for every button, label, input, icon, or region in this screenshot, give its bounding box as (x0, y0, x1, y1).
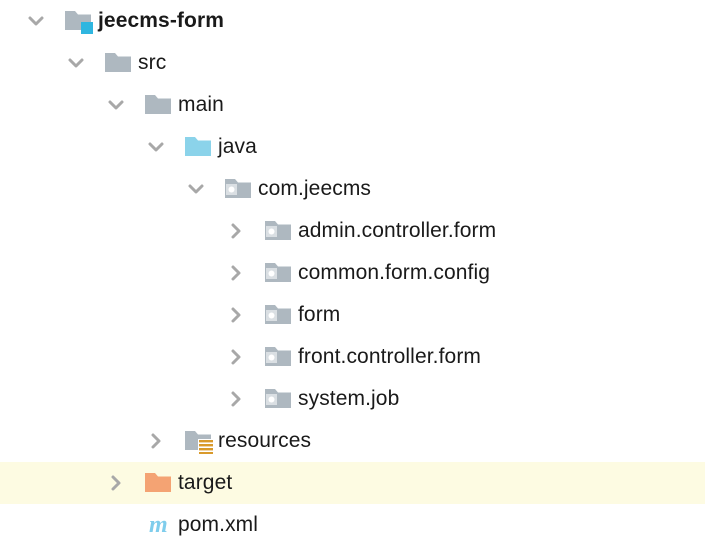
tree-row-label: resources (218, 429, 312, 452)
tree-row-label: com.jeecms (258, 177, 372, 200)
resources-folder-icon (185, 428, 215, 454)
chevron-down-icon[interactable] (143, 134, 169, 160)
source-folder-icon (185, 134, 215, 160)
project-folder-icon (65, 8, 95, 34)
package-icon (265, 302, 295, 328)
tree-row[interactable]: admin.controller.form (0, 210, 705, 252)
tree-row[interactable]: com.jeecms (0, 168, 705, 210)
tree-row[interactable]: target (0, 462, 705, 504)
tree-row-label: target (178, 471, 233, 494)
tree-row-label: form (298, 303, 341, 326)
tree-row[interactable]: common.form.config (0, 252, 705, 294)
chevron-right-icon[interactable] (143, 428, 169, 454)
maven-file-icon: m (149, 512, 168, 538)
chevron-right-icon[interactable] (223, 344, 249, 370)
tree-row-label: src (138, 51, 167, 74)
tree-row[interactable]: java (0, 126, 705, 168)
package-icon (265, 386, 295, 412)
chevron-down-icon[interactable] (63, 50, 89, 76)
tree-row[interactable]: front.controller.form (0, 336, 705, 378)
package-icon (225, 176, 255, 202)
folder-icon (105, 50, 135, 76)
folder-icon (145, 92, 175, 118)
chevron-right-icon[interactable] (103, 470, 129, 496)
tree-row-label: front.controller.form (298, 345, 481, 368)
tree-row[interactable]: m pom.xml (0, 504, 705, 546)
tree-row[interactable]: main (0, 84, 705, 126)
package-icon (265, 218, 295, 244)
chevron-down-icon[interactable] (23, 8, 49, 34)
chevron-down-icon[interactable] (103, 92, 129, 118)
chevron-right-icon[interactable] (223, 260, 249, 286)
tree-row[interactable]: resources (0, 420, 705, 462)
chevron-down-icon[interactable] (183, 176, 209, 202)
tree-row-label: pom.xml (178, 513, 259, 536)
tree-row-label: common.form.config (298, 261, 491, 284)
tree-row[interactable]: system.job (0, 378, 705, 420)
package-icon (265, 344, 295, 370)
chevron-right-icon[interactable] (223, 302, 249, 328)
tree-row-label: main (178, 93, 224, 116)
tree-row-label: java (218, 135, 257, 158)
package-icon (265, 260, 295, 286)
tree-row-label: admin.controller.form (298, 219, 497, 242)
tree-row-label: jeecms-form (98, 9, 224, 32)
tree-row[interactable]: form (0, 294, 705, 336)
chevron-right-icon[interactable] (223, 386, 249, 412)
tree-row[interactable]: jeecms-form (0, 0, 705, 42)
chevron-right-icon[interactable] (223, 218, 249, 244)
target-folder-icon (145, 470, 175, 496)
tree-row[interactable]: src (0, 42, 705, 84)
tree-row-label: system.job (298, 387, 400, 410)
